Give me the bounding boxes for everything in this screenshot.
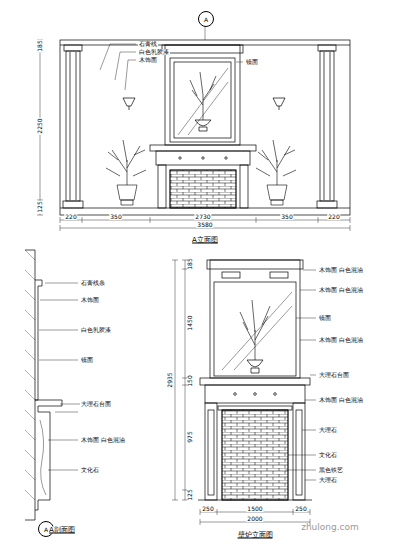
callout-label: 大理石 <box>318 477 338 483</box>
callout-label: 木饰面 <box>80 297 100 303</box>
dimension: 975 <box>187 430 193 443</box>
dimension: 125 <box>37 200 43 213</box>
callout-label: 石膏线 <box>138 41 158 47</box>
callout-label: 镜面 <box>318 315 332 321</box>
dimension: 2730 <box>194 214 211 220</box>
view-caption: A立面图 <box>191 237 219 244</box>
view-caption: 壁炉立面图 <box>237 532 274 539</box>
callout-label: 木饰面 白色混油 <box>318 337 364 343</box>
callout-label: 白色乳胶漆 <box>80 327 112 333</box>
callout-label: 大理石台面 <box>80 401 112 407</box>
callout-label: 大理石台面 <box>318 372 350 378</box>
callout-letter: A <box>204 16 208 23</box>
dimension: 250 <box>201 506 214 512</box>
dimension: 3580 <box>196 222 213 228</box>
view-caption: A剖面图 <box>48 527 76 534</box>
dimension: 250 <box>294 506 307 512</box>
dimension: 2000 <box>246 516 263 522</box>
dimension: 1500 <box>246 506 263 512</box>
dimension: 150 <box>187 374 193 387</box>
dimension: 1450 <box>187 314 193 331</box>
dimension: 185 <box>187 257 193 270</box>
callout-label: 大理石 <box>318 427 338 433</box>
dimension: 2935 <box>167 371 173 388</box>
dimension: 2250 <box>37 117 43 134</box>
dimension: 220 <box>64 214 77 220</box>
callout-label: 黑色铁艺 <box>318 467 344 473</box>
dimension: 125 <box>187 488 193 501</box>
watermark: zhulong.com <box>300 523 360 532</box>
callout-label: 木饰面 白色混油 <box>318 397 364 403</box>
callout-label: 木饰面 白色混油 <box>318 287 364 293</box>
callout-label: 石膏线条 <box>80 280 106 286</box>
dimension: 220 <box>327 214 340 220</box>
callout-label: 镜面 <box>245 59 259 65</box>
callout-label: 镜面 <box>80 357 94 363</box>
callout-label: 文化石 <box>318 452 338 458</box>
callout-label: 文化石 <box>80 467 100 473</box>
callout-label: 木饰面 <box>138 57 158 63</box>
callout-label: 木饰面 白色混油 <box>318 267 364 273</box>
callout-label: 木饰面 白色混油 <box>80 437 126 443</box>
dimension: 185 <box>37 39 43 52</box>
dimension: 350 <box>109 214 122 220</box>
dimension: 350 <box>280 214 293 220</box>
callout-label: 白色乳胶漆 <box>138 49 170 55</box>
callout-circle: A <box>198 11 214 27</box>
